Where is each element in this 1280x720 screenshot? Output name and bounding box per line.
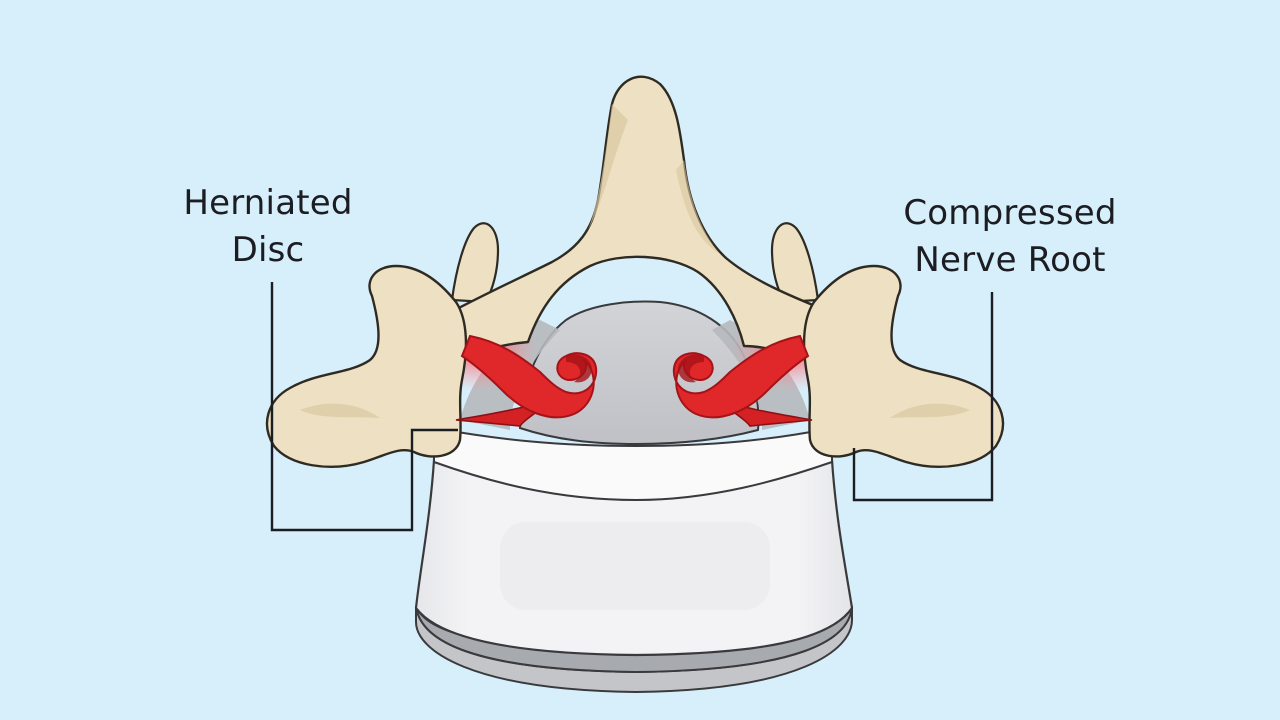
herniated-disc-label-line2: Disc — [231, 230, 305, 270]
nerve-root-right — [672, 334, 810, 419]
compressed-nerve-root-label-line1: Compressed — [903, 193, 1117, 233]
left-transverse-process — [265, 264, 468, 468]
vertebral-arch — [265, 75, 1005, 468]
compressed-nerve-root-label-line2: Nerve Root — [914, 240, 1106, 280]
left-superior-process — [450, 222, 500, 304]
herniated-disc-label: Herniated Disc — [168, 180, 368, 274]
herniated-disc-label-line1: Herniated — [183, 183, 353, 223]
right-transverse-process — [802, 264, 1005, 468]
compressed-nerve-root-label: Compressed Nerve Root — [880, 190, 1140, 284]
disc-inner-panel — [500, 522, 770, 610]
nerve-root-left — [460, 334, 598, 419]
disc-top-band — [433, 426, 833, 502]
nerve-root-callout-line — [852, 292, 994, 502]
herniated-disc-callout-line — [270, 282, 458, 532]
right-superior-process — [770, 222, 820, 304]
